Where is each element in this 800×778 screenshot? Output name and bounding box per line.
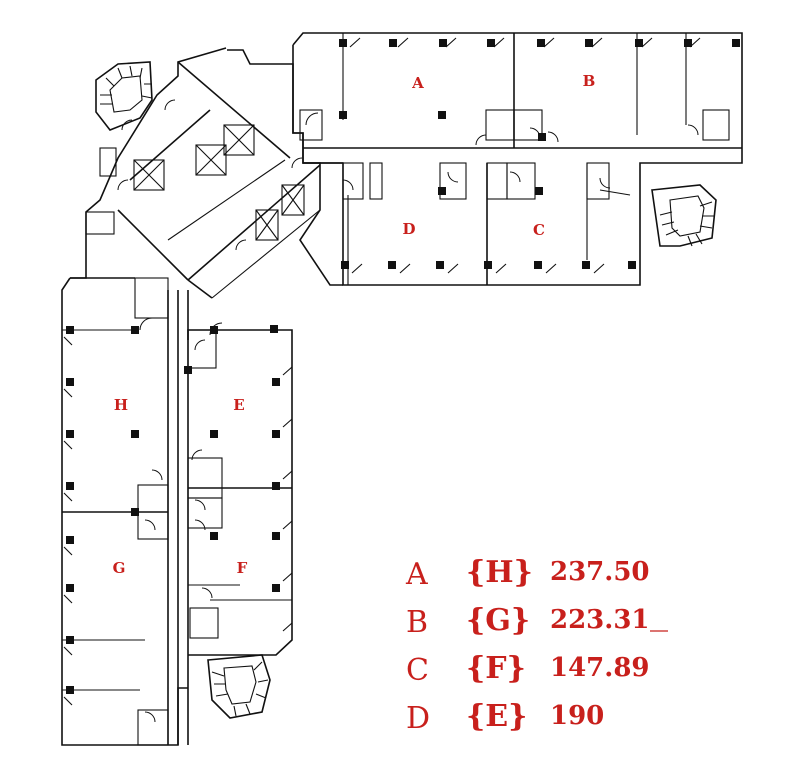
legend-pair: {G} [466,603,530,638]
east-stair [651,184,717,247]
legend-area: 223.31 [550,605,650,635]
legend-unit: B [406,605,428,640]
unit-label-d: D [402,220,415,238]
core-block [70,47,343,333]
legend-row-d: D {E} 190 [406,699,604,736]
unit-label-e: E [233,396,244,414]
legend-pair: {F} [466,651,526,686]
unit-label-b: B [583,72,596,90]
legend-area: 147.89 [550,653,650,683]
legend-unit: D [406,701,430,736]
east-wing [292,32,743,286]
legend-unit: C [406,653,429,688]
southwest-stair [207,654,271,719]
unit-labels: A B C D E F G H [113,72,596,577]
area-legend: A {H} 237.50 B {G} 223.31 C {F} 147.89 D… [405,555,668,736]
legend-area: 237.50 [550,557,650,587]
unit-label-h: H [114,396,128,414]
legend-unit: A [405,557,428,592]
unit-label-a: A [411,74,424,92]
unit-label-g: G [113,559,126,577]
legend-pair: {E} [466,699,527,734]
northwest-stair [95,61,153,131]
legend-pair: {H} [466,555,533,590]
legend-row-c: C {F} 147.89 [406,651,650,688]
legend-area: 190 [550,701,604,731]
legend-row-b: B {G} 223.31 [406,603,668,640]
elevator-shafts [133,124,305,241]
west-wing [61,277,293,746]
legend-row-a: A {H} 237.50 [405,555,650,592]
unit-label-f: F [237,559,248,577]
unit-label-c: C [533,221,545,239]
